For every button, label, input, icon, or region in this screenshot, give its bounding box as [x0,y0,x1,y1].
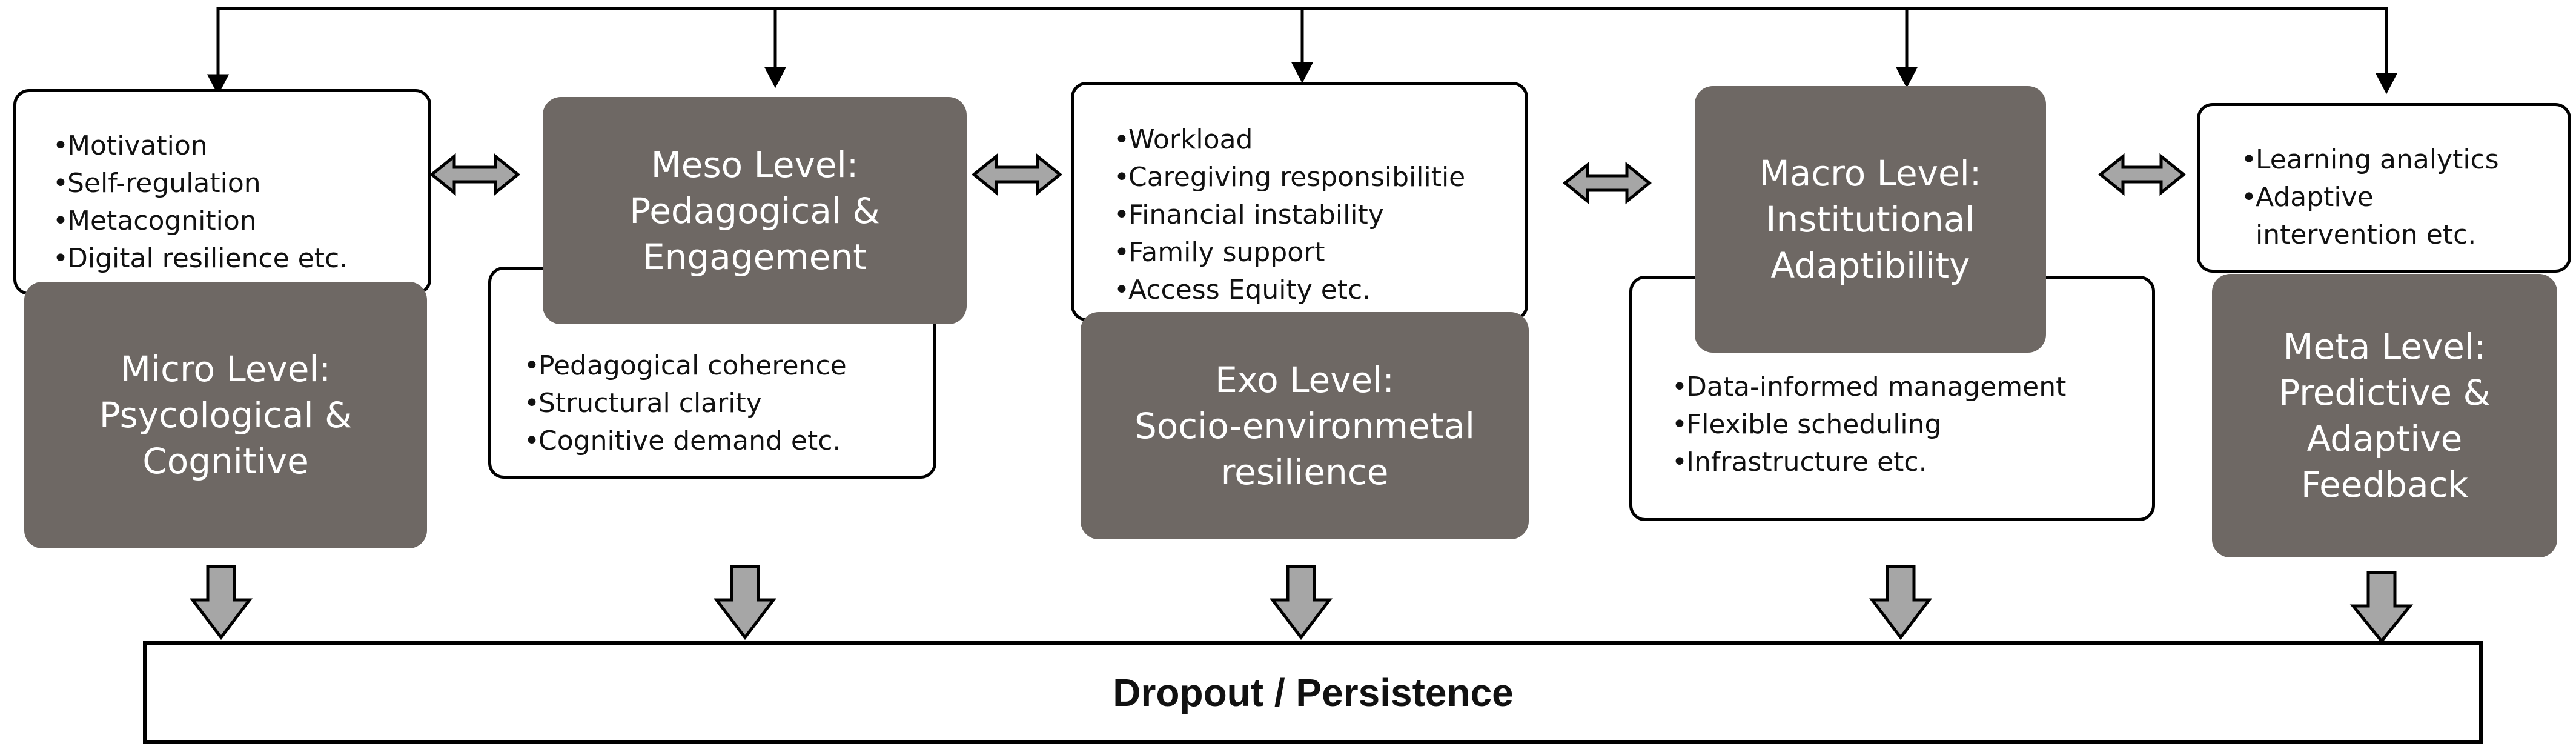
factor-item: Access Equity etc. [1114,271,1465,309]
factor-item: Learning analytics [2241,141,2499,179]
meta-factor-list: Learning analytics Adaptive intervention… [2241,141,2499,254]
factor-item: Financial instability [1114,196,1465,234]
exo-level-title: Exo Level: Socio-environmetal resilience [1134,359,1475,493]
exo-level-box: Exo Level: Socio-environmetal resilience [1081,312,1529,539]
micro-level-box: Micro Level: Psycological & Cognitive [24,282,427,548]
down-arrow-micro [189,565,253,641]
factor-item: Infrastructure etc. [1672,444,2066,481]
macro-level-box: Macro Level: Institutional Adaptibility [1695,86,2046,353]
double-arrow-micro-meso [429,153,520,196]
down-arrow-exo [1269,565,1333,641]
factor-item: Metacognition [53,202,348,240]
micro-factor-list: Motivation Self-regulation Metacognition… [53,127,348,278]
meso-level-box: Meso Level: Pedagogical & Engagement [543,97,967,324]
down-arrows [189,565,2414,644]
factor-item: Motivation [53,127,348,165]
meta-factors-box: Learning analytics Adaptive intervention… [2197,103,2571,273]
exo-factor-list: Workload Caregiving responsibilitie Fina… [1114,121,1465,309]
outcome-box: Dropout / Persistence [143,641,2483,744]
double-arrows [429,153,2186,205]
down-arrow-meso [713,565,777,641]
micro-factors-box: Motivation Self-regulation Metacognition… [13,89,431,295]
meta-level-title: Meta Level: Predictive & Adaptive Feedba… [2279,326,2491,505]
factor-item: Caregiving responsibilitie [1114,159,1465,196]
factor-item: Family support [1114,234,1465,271]
double-arrow-meso-exo [972,153,1062,196]
factor-item: Self-regulation [53,165,348,202]
feedback-drop-arrows [207,8,2398,96]
exo-factors-box: Workload Caregiving responsibilitie Fina… [1071,82,1528,321]
macro-factor-list: Data-informed management Flexible schedu… [1672,368,2066,481]
meso-level-title: Meso Level: Pedagogical & Engagement [629,144,880,278]
micro-level-title: Micro Level: Psycological & Cognitive [99,348,353,482]
macro-level-title: Macro Level: Institutional Adaptibility [1759,153,1982,286]
meta-level-box: Meta Level: Predictive & Adaptive Feedba… [2212,274,2557,557]
outcome-label: Dropout / Persistence [1113,671,1514,714]
down-arrow-meta [2349,571,2414,644]
factor-item: Adaptive intervention etc. [2241,179,2499,254]
factor-item: Structural clarity [524,385,847,422]
meso-factor-list: Pedagogical coherence Structural clarity… [524,347,847,460]
factor-item: Data-informed management [1672,368,2066,406]
factor-item: Cognitive demand etc. [524,422,847,460]
factor-item: Digital resilience etc. [53,240,348,278]
factor-item: Flexible scheduling [1672,406,2066,444]
double-arrow-macro-meta [2098,153,2186,196]
down-arrow-macro [1869,565,1933,641]
double-arrow-exo-macro [1563,161,1652,205]
factor-item: Pedagogical coherence [524,347,847,385]
factor-item: Workload [1114,121,1465,159]
